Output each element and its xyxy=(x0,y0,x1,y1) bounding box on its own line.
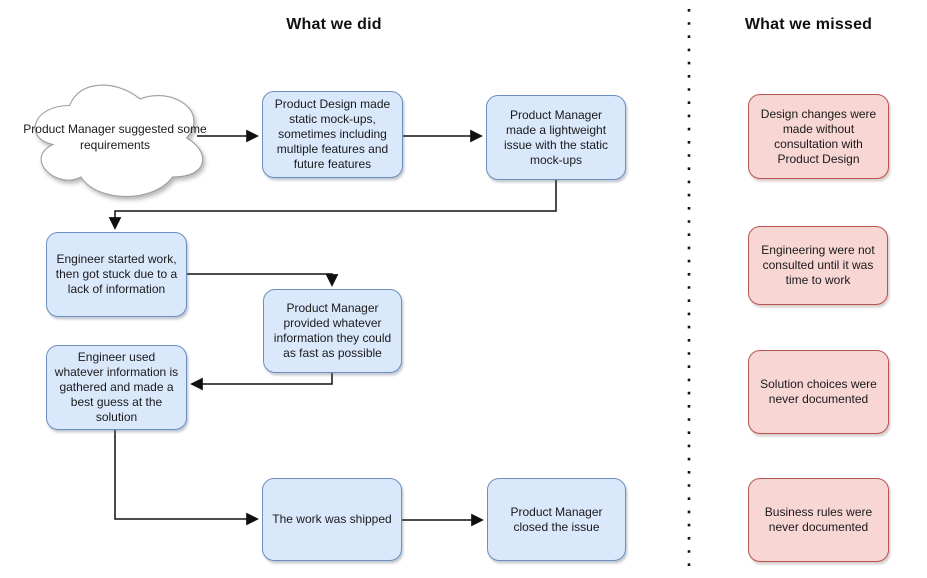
flow-step-pm-issue: Product Manager made a lightweight issue… xyxy=(486,95,626,180)
missed-item-business-rules: Business rules were never documented xyxy=(748,478,889,562)
connector-pmprovided-to-guess xyxy=(190,373,333,391)
connector-guess-to-shipped xyxy=(114,430,259,526)
flow-step-pm-provided: Product Manager provided whatever inform… xyxy=(263,289,402,373)
section-title-what-we-did: What we did xyxy=(286,16,382,33)
section-title-what-we-missed: What we missed xyxy=(744,16,873,33)
cloud-shape xyxy=(35,85,203,196)
missed-item-design-changes: Design changes were made without consult… xyxy=(748,94,889,179)
flow-step-issue-closed: Product Manager closed the issue xyxy=(487,478,626,561)
flow-step-engineer-guess: Engineer used whatever information is ga… xyxy=(46,345,187,430)
connector-issue-to-engineer xyxy=(108,180,557,230)
missed-item-solution-choices: Solution choices were never documented xyxy=(748,350,889,434)
flow-step-design-mockups: Product Design made static mock-ups, som… xyxy=(262,91,403,178)
flow-step-work-shipped: The work was shipped xyxy=(262,478,402,561)
flow-step-engineer-stuck: Engineer started work, then got stuck du… xyxy=(46,232,187,317)
connector-engineer-to-pmprovided xyxy=(187,273,339,287)
missed-item-engineering: Engineering were not consulted until it … xyxy=(748,226,888,305)
cloud-label: Product Manager suggested some requireme… xyxy=(23,122,207,152)
